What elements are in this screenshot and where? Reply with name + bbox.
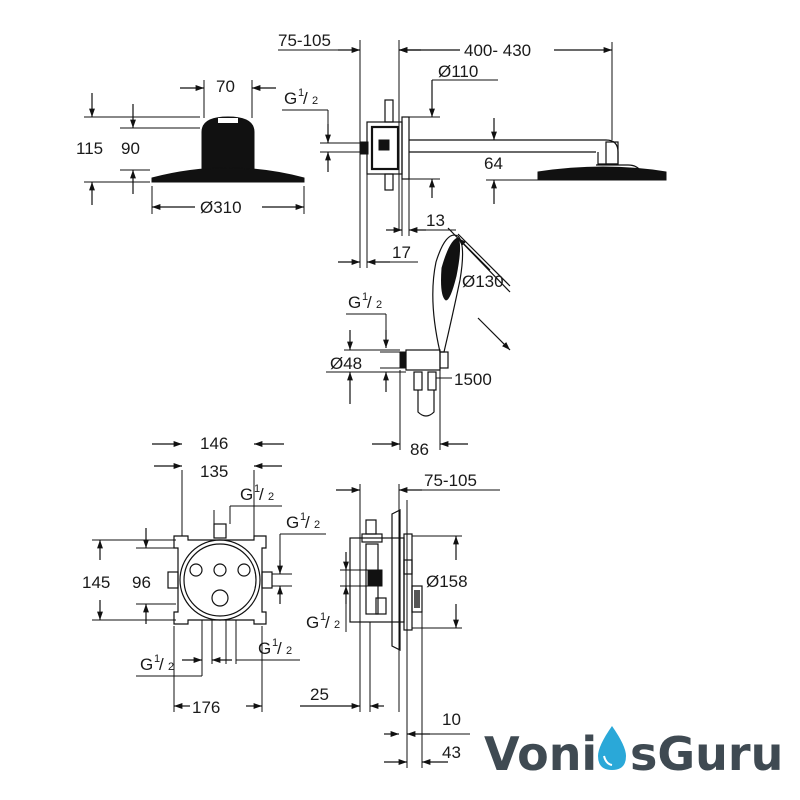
thread-label-front-bottom-left: G 1 / 2 bbox=[136, 620, 232, 677]
dim-front-height-outer: 145 bbox=[82, 573, 110, 592]
dim-side-depth: 75-105 bbox=[424, 471, 477, 490]
thermostat-knob-side bbox=[411, 585, 423, 613]
hose bbox=[417, 390, 435, 417]
watermark-text-part1: Voni bbox=[484, 727, 597, 781]
dim-front-width-inner: 135 bbox=[200, 462, 228, 481]
dim-flange-diameter: Ø110 bbox=[438, 62, 478, 81]
svg-text:1: 1 bbox=[298, 87, 304, 99]
dim-head-diameter: Ø130 bbox=[462, 272, 504, 291]
thread-label-side: G 1 / 2 bbox=[306, 552, 368, 632]
svg-text:2: 2 bbox=[314, 519, 320, 531]
thread-label-front-top: G 1 / 2 bbox=[213, 483, 282, 524]
hand-shower-head bbox=[432, 234, 464, 353]
svg-text:/: / bbox=[159, 655, 164, 674]
svg-text:/: / bbox=[277, 639, 282, 658]
dim-projection: 86 bbox=[410, 440, 429, 459]
dim-offset-17: 17 bbox=[392, 243, 411, 262]
thermostat-body bbox=[179, 539, 261, 621]
svg-text:2: 2 bbox=[268, 491, 274, 503]
dim-height-outer: 115 bbox=[76, 139, 103, 158]
button-left bbox=[189, 563, 203, 577]
dim-diameter-310: Ø310 bbox=[200, 198, 242, 217]
button-right bbox=[237, 563, 251, 577]
temperature-knob bbox=[211, 589, 229, 607]
svg-text:G: G bbox=[286, 513, 299, 532]
button-middle bbox=[213, 563, 227, 577]
connector-slot bbox=[218, 118, 238, 123]
shower-head-side bbox=[537, 166, 667, 181]
svg-text:/: / bbox=[367, 293, 372, 312]
hand-shower-view: Ø130 G 1 / 2 Ø48 1500 86 bbox=[326, 227, 511, 459]
dim-proj-43: 43 bbox=[442, 743, 461, 762]
svg-text:1: 1 bbox=[272, 637, 278, 649]
dim-proj-10: 10 bbox=[442, 710, 461, 729]
svg-text:1: 1 bbox=[320, 611, 326, 623]
dim-height-inner: 90 bbox=[121, 139, 140, 158]
wall-mount-side-view: 75-105 400- 430 Ø110 64 13 17 bbox=[278, 31, 667, 268]
dim-wall-depth: 75-105 bbox=[278, 31, 331, 50]
dim-head-width: 70 bbox=[216, 77, 235, 96]
dim-drop: 64 bbox=[484, 154, 503, 173]
svg-text:2: 2 bbox=[286, 645, 292, 657]
thermostat-side-view: 75-105 Ø158 G 1 / 2 25 10 bbox=[300, 471, 500, 768]
svg-text:2: 2 bbox=[168, 661, 174, 673]
wall-holder bbox=[399, 351, 407, 369]
svg-text:1: 1 bbox=[362, 291, 368, 303]
dim-offset-13: 13 bbox=[426, 211, 445, 230]
dim-outlet-diameter: Ø48 bbox=[330, 354, 362, 373]
dim-arm-length: 400- 430 bbox=[464, 41, 531, 60]
watermark-text-part2: sGuru bbox=[630, 727, 783, 781]
svg-text:2: 2 bbox=[312, 95, 318, 107]
dim-rosette-diameter: Ø158 bbox=[426, 572, 468, 591]
svg-text:/: / bbox=[325, 613, 330, 632]
thermostat-front-view: 146 135 145 96 G 1 / 2 G 1 / 2 bbox=[82, 434, 326, 717]
svg-text:/: / bbox=[259, 485, 264, 504]
dim-front-height-inner: 96 bbox=[132, 573, 151, 592]
svg-text:G: G bbox=[284, 89, 297, 108]
svg-text:2: 2 bbox=[376, 299, 382, 311]
dim-front-width-outer: 146 bbox=[200, 434, 228, 453]
dim-box-width: 176 bbox=[192, 698, 220, 717]
wall-flange bbox=[401, 116, 410, 180]
svg-text:1: 1 bbox=[300, 511, 306, 523]
dim-wall-25: 25 bbox=[310, 685, 329, 704]
svg-text:/: / bbox=[305, 513, 310, 532]
svg-text:2: 2 bbox=[334, 619, 340, 631]
rosette-side bbox=[403, 533, 413, 631]
svg-text:1: 1 bbox=[154, 653, 160, 665]
watermark-logo: Voni sGuru bbox=[484, 726, 783, 781]
svg-text:G: G bbox=[306, 613, 319, 632]
svg-text:1: 1 bbox=[254, 483, 260, 495]
svg-text:G: G bbox=[258, 639, 271, 658]
mounting-plate bbox=[173, 535, 267, 625]
shower-head-disc bbox=[151, 167, 305, 183]
svg-text:G: G bbox=[140, 655, 153, 674]
dim-hose-length: 1500 bbox=[454, 370, 492, 389]
thread-label-front-right: G 1 / 2 bbox=[272, 511, 326, 604]
overhead-shower-front-view: 70 115 90 Ø310 bbox=[76, 77, 305, 217]
water-drop-icon bbox=[598, 726, 626, 770]
svg-text:/: / bbox=[303, 89, 308, 108]
thread-label-front-bottom-right: G 1 / 2 bbox=[225, 620, 300, 664]
thread-label-wall-mount: G 1 / 2 bbox=[282, 87, 368, 172]
svg-text:G: G bbox=[348, 293, 361, 312]
shower-arm-connector bbox=[201, 116, 255, 171]
svg-text:G: G bbox=[240, 485, 253, 504]
